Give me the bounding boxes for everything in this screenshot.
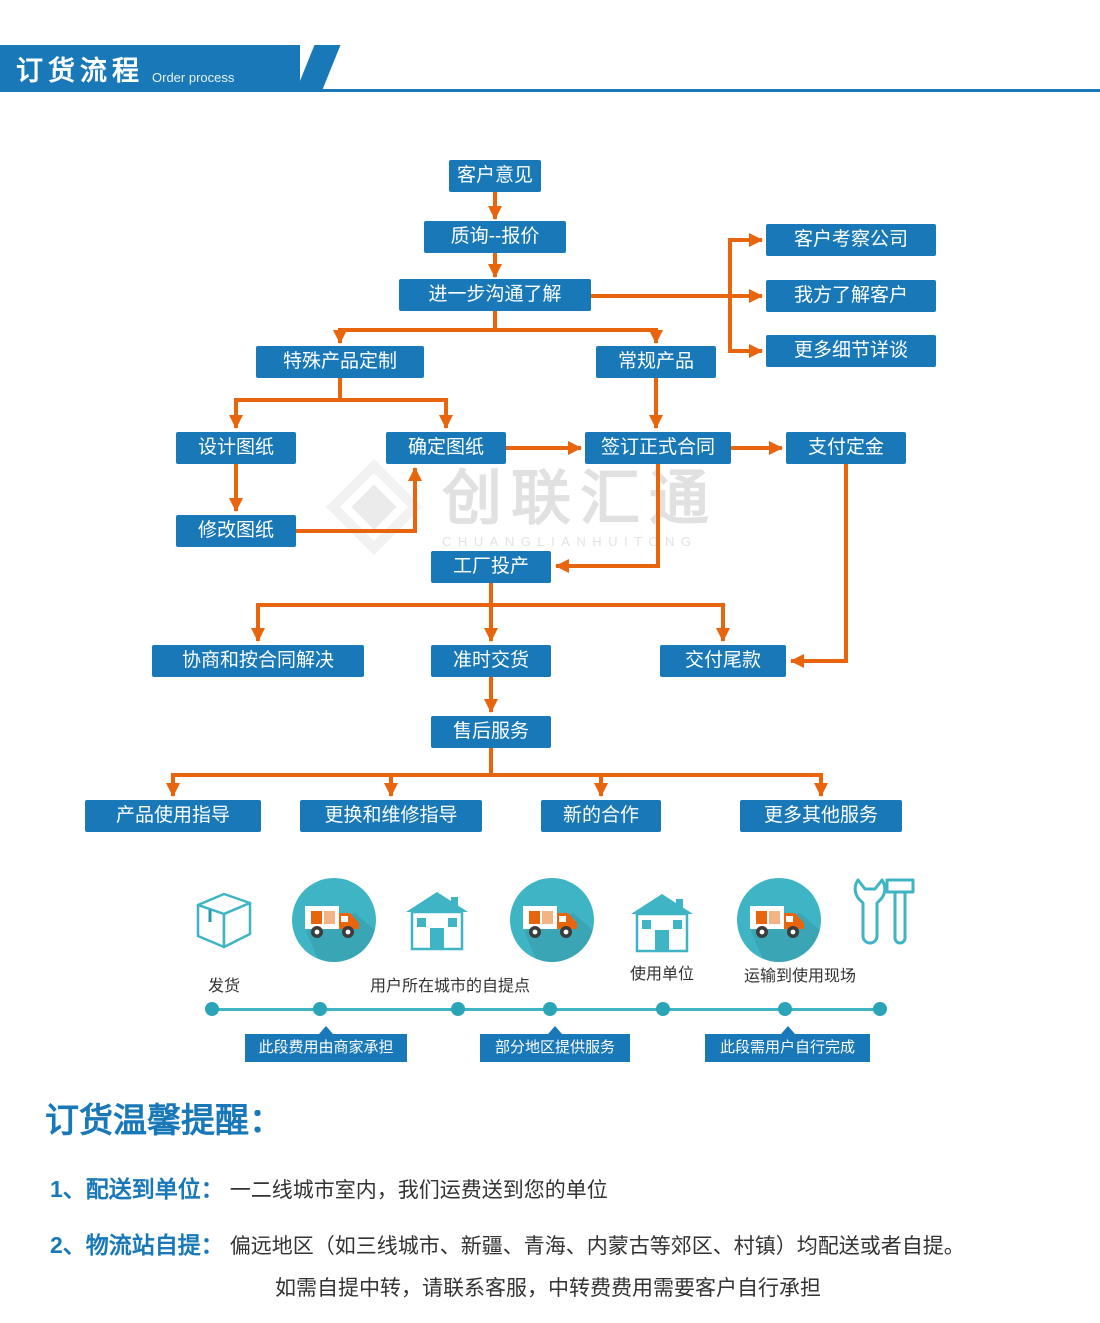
label-transport-site: 运输到使用现场 bbox=[743, 968, 856, 985]
reminder-item-label: 配送到单位： bbox=[85, 1176, 224, 1202]
timeline-dot bbox=[656, 1002, 670, 1016]
timeline-dot bbox=[313, 1002, 327, 1016]
stage-partial-service: 部分地区提供服务 bbox=[480, 1026, 630, 1062]
header-banner-accent bbox=[295, 45, 341, 92]
page-title: 订货流程 bbox=[16, 56, 144, 86]
watermark-brand-name: 创联汇通 bbox=[442, 464, 718, 532]
node-know-customer: 我方了解客户 bbox=[766, 280, 936, 312]
node-design-drawing: 设计图纸 bbox=[176, 432, 296, 464]
watermark: 创联汇通 CHUANGLIANHUITONG bbox=[322, 455, 718, 559]
node-customer-visit-company: 客户考察公司 bbox=[766, 224, 936, 256]
node-pay-deposit: 支付定金 bbox=[786, 432, 906, 464]
parcel-box-icon bbox=[196, 892, 252, 949]
reminder-extra-note: 如需自提中转，请联系客服，中转费费用需要客户自行承担 bbox=[275, 1277, 821, 1300]
node-inquiry-quote: 质询--报价 bbox=[424, 221, 566, 253]
node-further-communication: 进一步沟通了解 bbox=[399, 279, 591, 311]
tools-icon bbox=[853, 878, 915, 945]
reminder-item-text: 一二线城市室内，我们运费送到您的单位 bbox=[229, 1179, 608, 1202]
use-unit-house-icon bbox=[629, 893, 695, 953]
stage-merchant-cost: 此段费用由商家承担 bbox=[245, 1026, 407, 1062]
node-on-time-delivery: 准时交货 bbox=[431, 645, 551, 677]
timeline-dot bbox=[873, 1002, 887, 1016]
node-pay-balance: 交付尾款 bbox=[660, 645, 786, 677]
timeline-dot bbox=[778, 1002, 792, 1016]
node-more-services: 更多其他服务 bbox=[740, 800, 902, 832]
node-factory-production: 工厂投产 bbox=[431, 551, 551, 583]
node-sign-contract: 签订正式合同 bbox=[585, 432, 731, 464]
page-subtitle: Order process bbox=[152, 70, 235, 85]
stage-user-complete: 此段需用户自行完成 bbox=[705, 1026, 870, 1062]
node-regular-product: 常规产品 bbox=[596, 346, 716, 378]
node-new-cooperation: 新的合作 bbox=[541, 800, 661, 832]
reminder-title: 订货温馨提醒： bbox=[45, 1102, 283, 1140]
label-ship: 发货 bbox=[207, 978, 240, 995]
node-negotiate-resolve: 协商和按合同解决 bbox=[152, 645, 364, 677]
node-after-sales-service: 售后服务 bbox=[431, 716, 551, 748]
timeline-dot bbox=[205, 1002, 219, 1016]
reminder-item-delivery: 1、 配送到单位： 一二线城市室内，我们运费送到您的单位 bbox=[50, 1170, 608, 1204]
reminder-item-number: 2、 bbox=[50, 1232, 86, 1258]
node-product-usage-guide: 产品使用指导 bbox=[85, 800, 261, 832]
reminder-item-pickup: 2、 物流站自提： 偏远地区（如三线城市、新疆、青海、内蒙古等郊区、村镇）均配送… bbox=[50, 1226, 965, 1260]
label-pickup-point: 用户所在城市的自提点 bbox=[369, 978, 530, 995]
node-replacement-repair-guide: 更换和维修指导 bbox=[300, 800, 482, 832]
node-modify-drawing: 修改图纸 bbox=[176, 515, 296, 547]
delivery-truck-icon bbox=[736, 877, 822, 963]
reminder-item-label: 物流站自提： bbox=[85, 1232, 224, 1258]
pickup-house-icon bbox=[404, 891, 470, 951]
label-use-unit: 使用单位 bbox=[629, 966, 694, 983]
brand-logo-icon bbox=[325, 458, 423, 556]
timeline-dot bbox=[451, 1002, 465, 1016]
reminder-item-text: 偏远地区（如三线城市、新疆、青海、内蒙古等郊区、村镇）均配送或者自提。 bbox=[229, 1235, 965, 1258]
header-banner: 订货流程 Order process bbox=[0, 45, 300, 92]
timeline-dot bbox=[543, 1002, 557, 1016]
node-customer-feedback: 客户意见 bbox=[449, 160, 541, 192]
header-divider bbox=[0, 89, 1100, 92]
node-more-details-discussion: 更多细节详谈 bbox=[766, 335, 936, 367]
delivery-truck-icon bbox=[509, 877, 595, 963]
watermark-brand-name-en: CHUANGLIANHUITONG bbox=[442, 533, 698, 549]
node-special-product-custom: 特殊产品定制 bbox=[256, 346, 424, 378]
node-confirm-drawing: 确定图纸 bbox=[386, 432, 506, 464]
reminder-item-number: 1、 bbox=[50, 1176, 86, 1202]
delivery-truck-icon bbox=[291, 877, 377, 963]
